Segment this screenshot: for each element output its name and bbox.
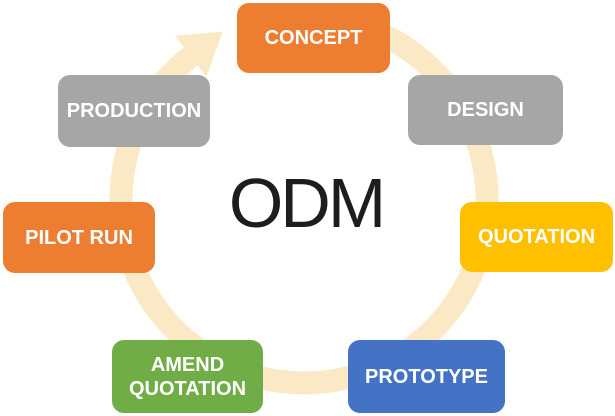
center-title: ODM — [228, 164, 386, 242]
stage-concept: CONCEPT — [237, 3, 390, 73]
stage-quotation: QUOTATION — [460, 202, 613, 272]
stage-prototype: PROTOTYPE — [348, 340, 505, 413]
stage-pilot-run: PILOT RUN — [3, 202, 155, 273]
cycle-arrowhead-icon — [175, 31, 223, 77]
stage-production: PRODUCTION — [58, 75, 210, 147]
stage-design: DESIGN — [408, 75, 563, 145]
stage-amend-quotation: AMEND QUOTATION — [112, 340, 263, 413]
